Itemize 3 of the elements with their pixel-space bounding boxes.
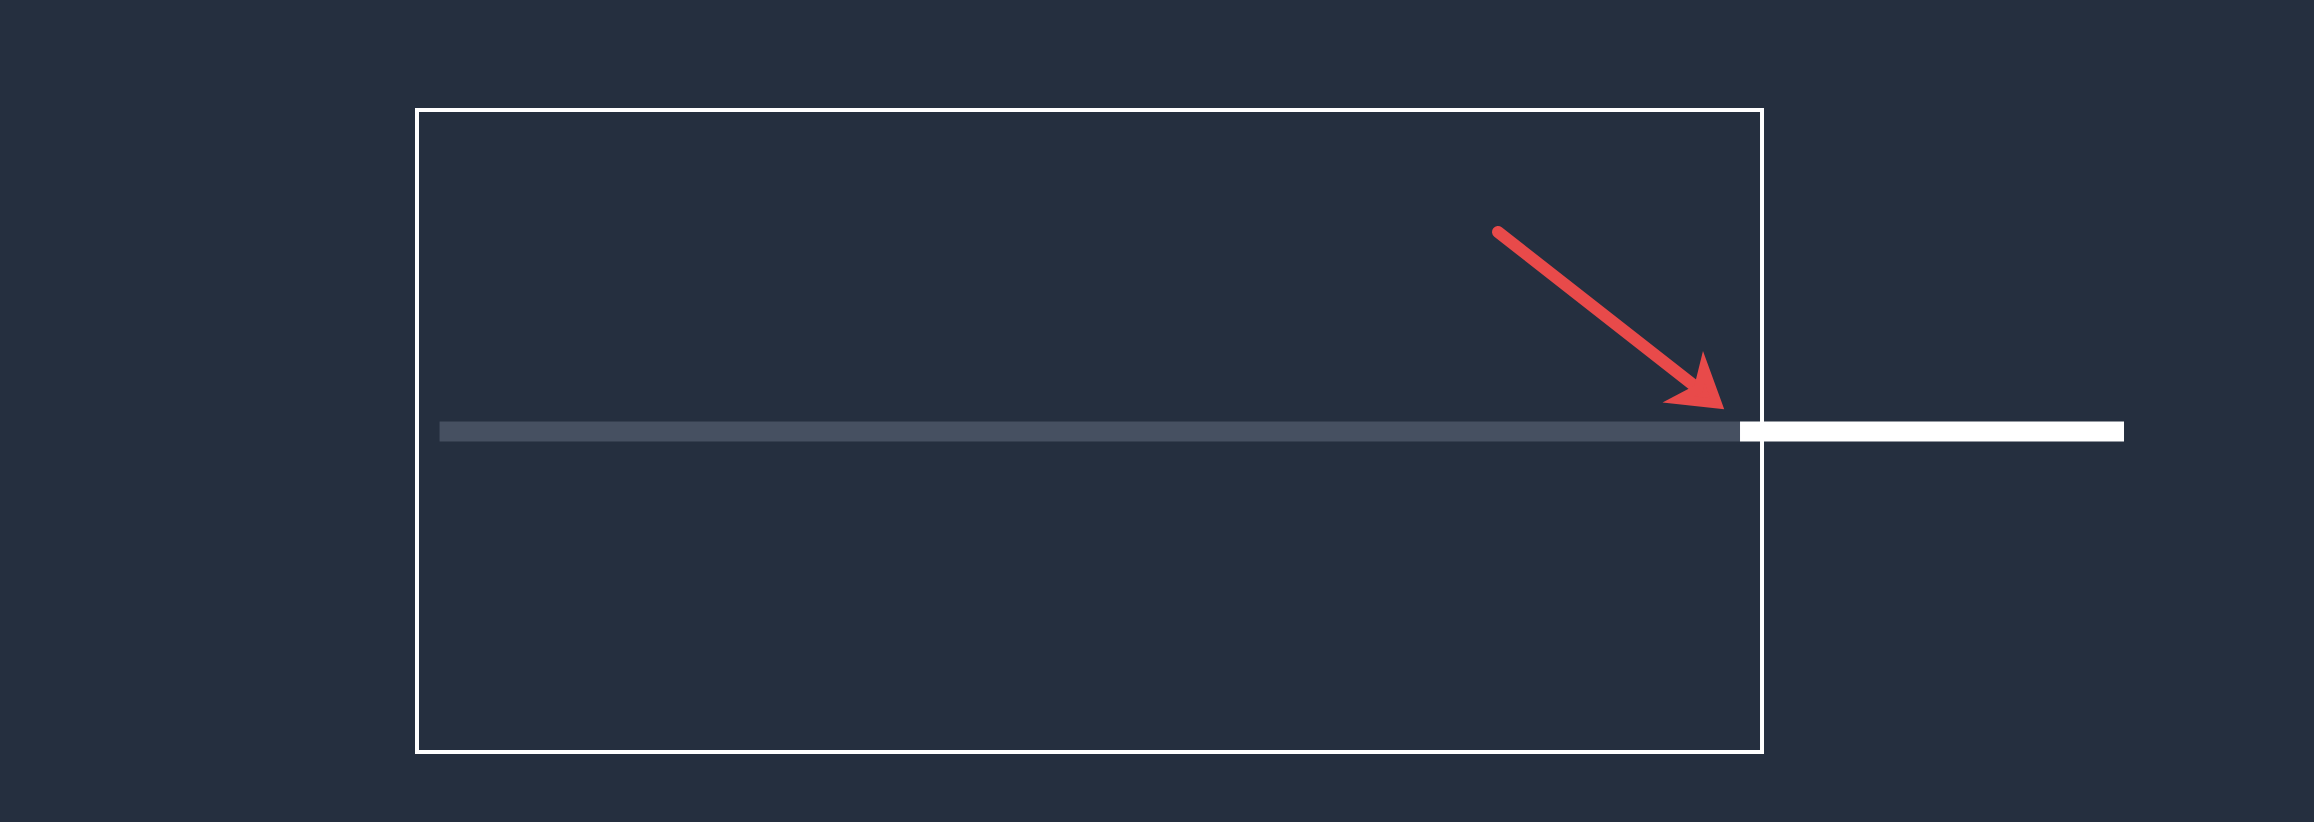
- bar: [439, 421, 1741, 442]
- frame: [415, 108, 1764, 754]
- bar: [1740, 421, 2124, 442]
